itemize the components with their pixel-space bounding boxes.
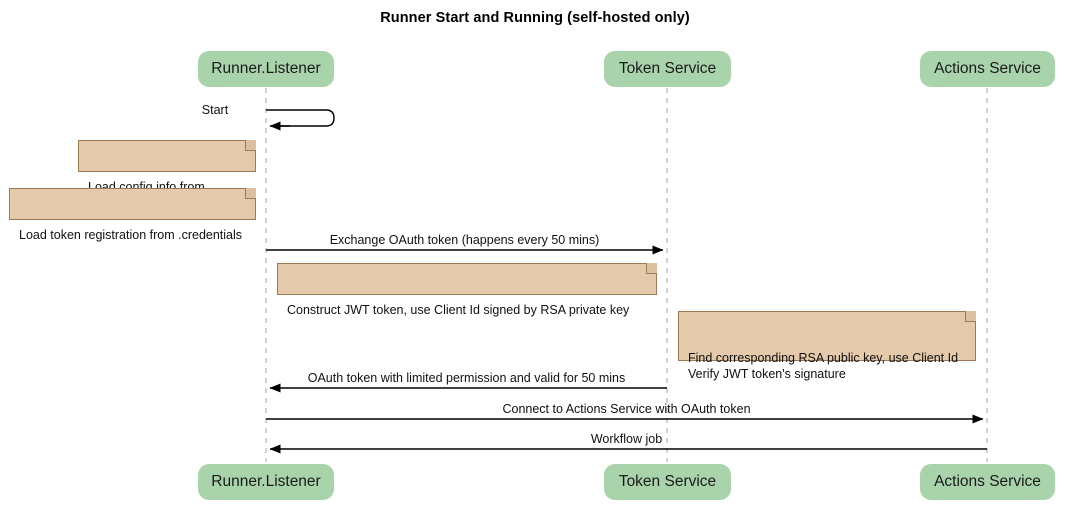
diagram-title: Runner Start and Running (self-hosted on… [380, 10, 690, 26]
participant-label: Runner.Listener [211, 473, 321, 490]
participant-runner-listener-bottom[interactable]: Runner.Listener [198, 464, 334, 500]
participant-token-service-top[interactable]: Token Service [604, 51, 731, 87]
participant-label: Runner.Listener [211, 60, 321, 77]
participant-label: Token Service [618, 60, 717, 77]
participant-label: Token Service [618, 473, 717, 490]
message-label-oauth-token-response: OAuth token with limited permission and … [307, 371, 626, 385]
participant-token-service-bottom[interactable]: Token Service [604, 464, 731, 500]
note-fold-corner-icon [646, 263, 657, 274]
participant-label: Actions Service [934, 60, 1041, 77]
note-text: Find corresponding RSA public key, use C… [688, 351, 959, 381]
lifelines [265, 88, 988, 462]
note-load-config-info: Load config info from .runner [78, 140, 256, 210]
note-verify-jwt-token: Find corresponding RSA public key, use C… [678, 311, 976, 381]
participant-label: Actions Service [934, 473, 1041, 490]
message-arrow-start [266, 109, 335, 131]
message-label-start: Start [201, 103, 229, 117]
note-fold-corner-icon [965, 311, 976, 322]
note-text: Construct JWT token, use Client Id signe… [287, 303, 630, 317]
message-label-workflow-job: Workflow job [590, 432, 663, 446]
participant-actions-service-bottom[interactable]: Actions Service [920, 464, 1055, 500]
message-label-connect-actions-service: Connect to Actions Service with OAuth to… [502, 402, 751, 416]
participant-actions-service-top[interactable]: Actions Service [920, 51, 1055, 87]
note-load-token-registration: Load token registration from .credential… [9, 188, 256, 242]
note-text: Load token registration from .credential… [19, 228, 243, 242]
participant-runner-listener-top[interactable]: Runner.Listener [198, 51, 334, 87]
note-construct-jwt-token: Construct JWT token, use Client Id signe… [277, 263, 657, 317]
note-fold-corner-icon [245, 140, 256, 151]
message-label-exchange-oauth-token: Exchange OAuth token (happens every 50 m… [329, 233, 600, 247]
note-fold-corner-icon [245, 188, 256, 199]
